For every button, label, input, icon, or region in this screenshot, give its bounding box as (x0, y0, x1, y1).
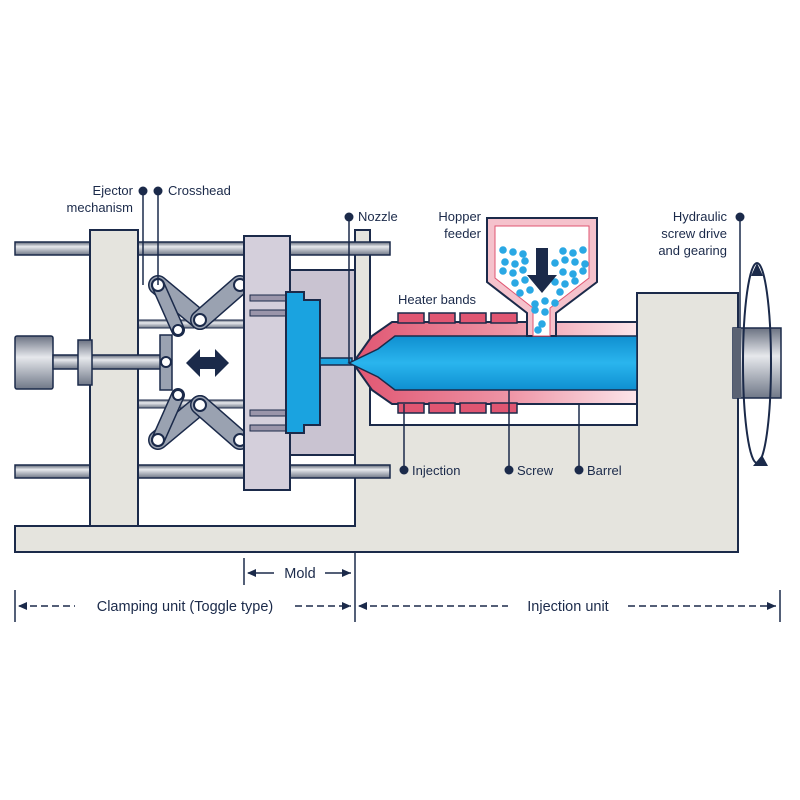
label-hopper-2: feeder (444, 226, 482, 241)
label-hydraulic-2: screw drive (661, 226, 727, 241)
screw (347, 335, 638, 391)
pellet (561, 280, 569, 288)
pellet (499, 246, 507, 254)
hydraulic-drive (732, 327, 782, 399)
label-injection: Injection (412, 463, 460, 478)
pellet (531, 306, 539, 314)
label-hydraulic-1: Hydraulic (673, 209, 728, 224)
label-nozzle: Nozzle (358, 209, 398, 224)
pellet (531, 300, 539, 308)
pellet (556, 288, 564, 296)
pellet (499, 267, 507, 275)
pellet (519, 250, 527, 258)
pellet-flow-arrow (527, 248, 557, 293)
label-ejector-2: mechanism (67, 200, 133, 215)
label-heater-bands: Heater bands (398, 292, 477, 307)
callout-dots (138, 186, 745, 475)
dimension-injection-unit: Injection unit (358, 590, 781, 622)
pellet (538, 320, 546, 328)
pellet (541, 297, 549, 305)
label-injection-unit: Injection unit (527, 599, 608, 615)
dimension-clamping-unit: Clamping unit (Toggle type) (14, 590, 351, 622)
pellet (571, 277, 579, 285)
callout-lines (142, 191, 741, 470)
label-screw: Screw (517, 463, 554, 478)
pellet (551, 278, 559, 286)
clamp-motion-arrow (186, 349, 229, 377)
dimension-mold: Mold (243, 558, 351, 585)
pellet (526, 286, 534, 294)
label-barrel: Barrel (587, 463, 622, 478)
moving-platen (243, 235, 291, 491)
pellet (511, 260, 519, 268)
label-pellets: Pellets (523, 229, 561, 243)
pellet (551, 259, 559, 267)
label-crosshead: Crosshead (168, 183, 231, 198)
mold-cavity (285, 291, 353, 434)
pellet (561, 256, 569, 264)
pellet (509, 248, 517, 256)
pellet (581, 260, 589, 268)
pellet (569, 249, 577, 257)
pellet (579, 246, 587, 254)
rotation-arrow-icon (742, 262, 772, 466)
pellet (516, 289, 524, 297)
pellet (569, 270, 577, 278)
pellet (541, 308, 549, 316)
label-clamping-unit: Clamping unit (Toggle type) (97, 599, 274, 615)
toggle-linkage (148, 275, 250, 450)
pellet (501, 258, 509, 266)
pellet (559, 247, 567, 255)
pellet (519, 266, 527, 274)
pellets (499, 246, 589, 334)
pellet (579, 267, 587, 275)
pellet (571, 258, 579, 266)
pellet (534, 326, 542, 334)
pellet (521, 276, 529, 284)
pellet (521, 257, 529, 265)
label-hopper-1: Hopper (438, 209, 481, 224)
rear-platen (89, 229, 139, 527)
clamp-cylinder (14, 335, 164, 390)
pellet (509, 269, 517, 277)
pellet (559, 268, 567, 276)
label-hydraulic-3: and gearing (658, 243, 727, 258)
label-ejector-1: Ejector (93, 183, 134, 198)
label-mold: Mold (284, 566, 315, 582)
pellet (551, 299, 559, 307)
pellet (511, 279, 519, 287)
